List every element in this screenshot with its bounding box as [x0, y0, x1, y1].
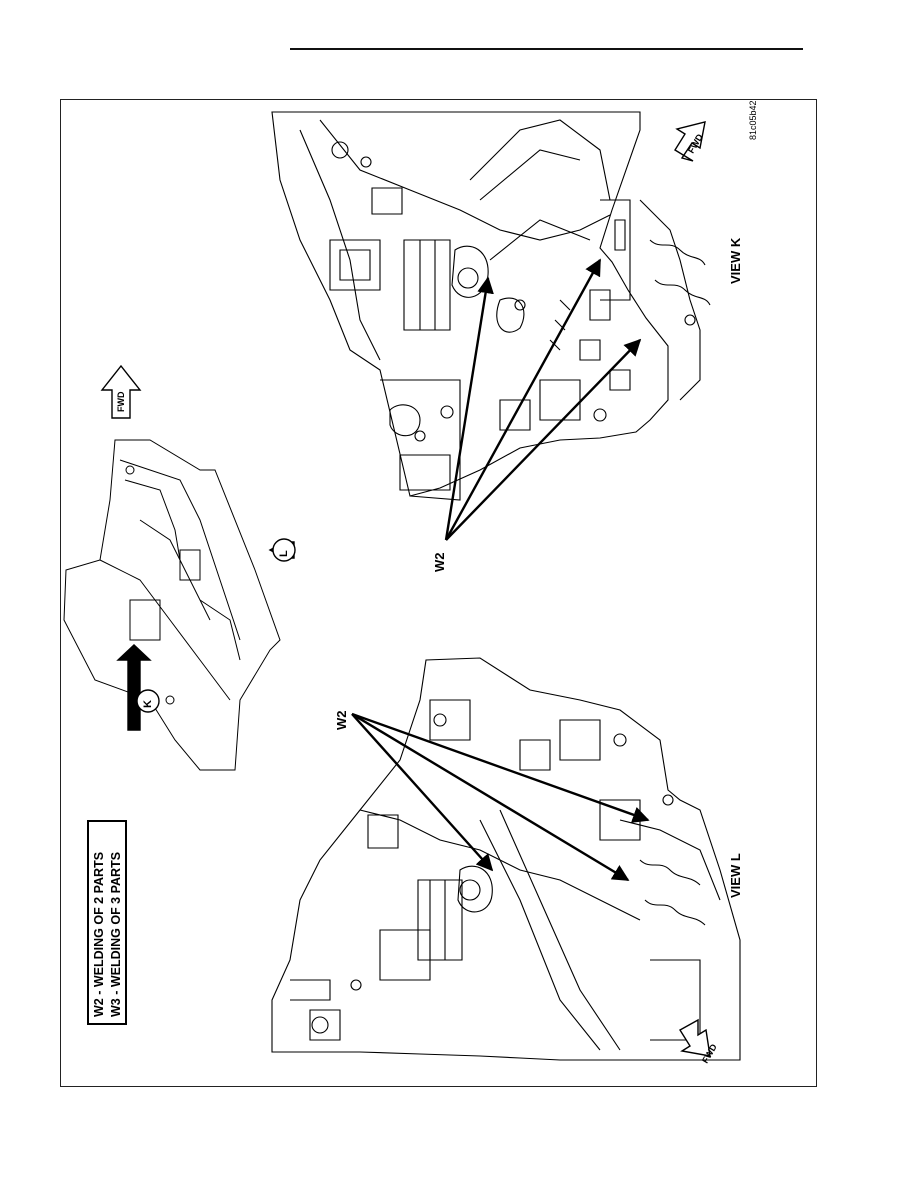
w2-lower-callout-arrows [351, 712, 650, 882]
marker-k-letter: K [142, 700, 154, 708]
vehicle-overview-drawing [63, 439, 281, 771]
view-k-label: VIEW K [728, 237, 743, 284]
view-k-marker-icon [116, 644, 160, 731]
header-rule [290, 48, 803, 50]
legend-line-w2: W2 - WELDING OF 2 PARTS [92, 851, 106, 1017]
legend-line-w3: W3 - WELDING OF 3 PARTS [109, 851, 123, 1017]
marker-l-letter: L [278, 550, 290, 557]
view-l-marker-icon [268, 538, 296, 562]
figure-frame [60, 99, 817, 1087]
fwd-arrow-icon [100, 121, 711, 1057]
fwd-label-center: FWD [116, 391, 126, 413]
legend-box: W2 - WELDING OF 2 PARTS W3 - WELDING OF … [87, 820, 127, 1025]
view-l-drawing [271, 657, 741, 1061]
figure-reference: 81c05b42 [748, 100, 758, 140]
w2-upper-callout-arrows [444, 258, 642, 541]
w2-upper-label: W2 [432, 552, 447, 573]
view-k-drawing [271, 111, 711, 501]
view-l-label: VIEW L [728, 853, 743, 898]
w2-lower-label: W2 [334, 710, 349, 731]
